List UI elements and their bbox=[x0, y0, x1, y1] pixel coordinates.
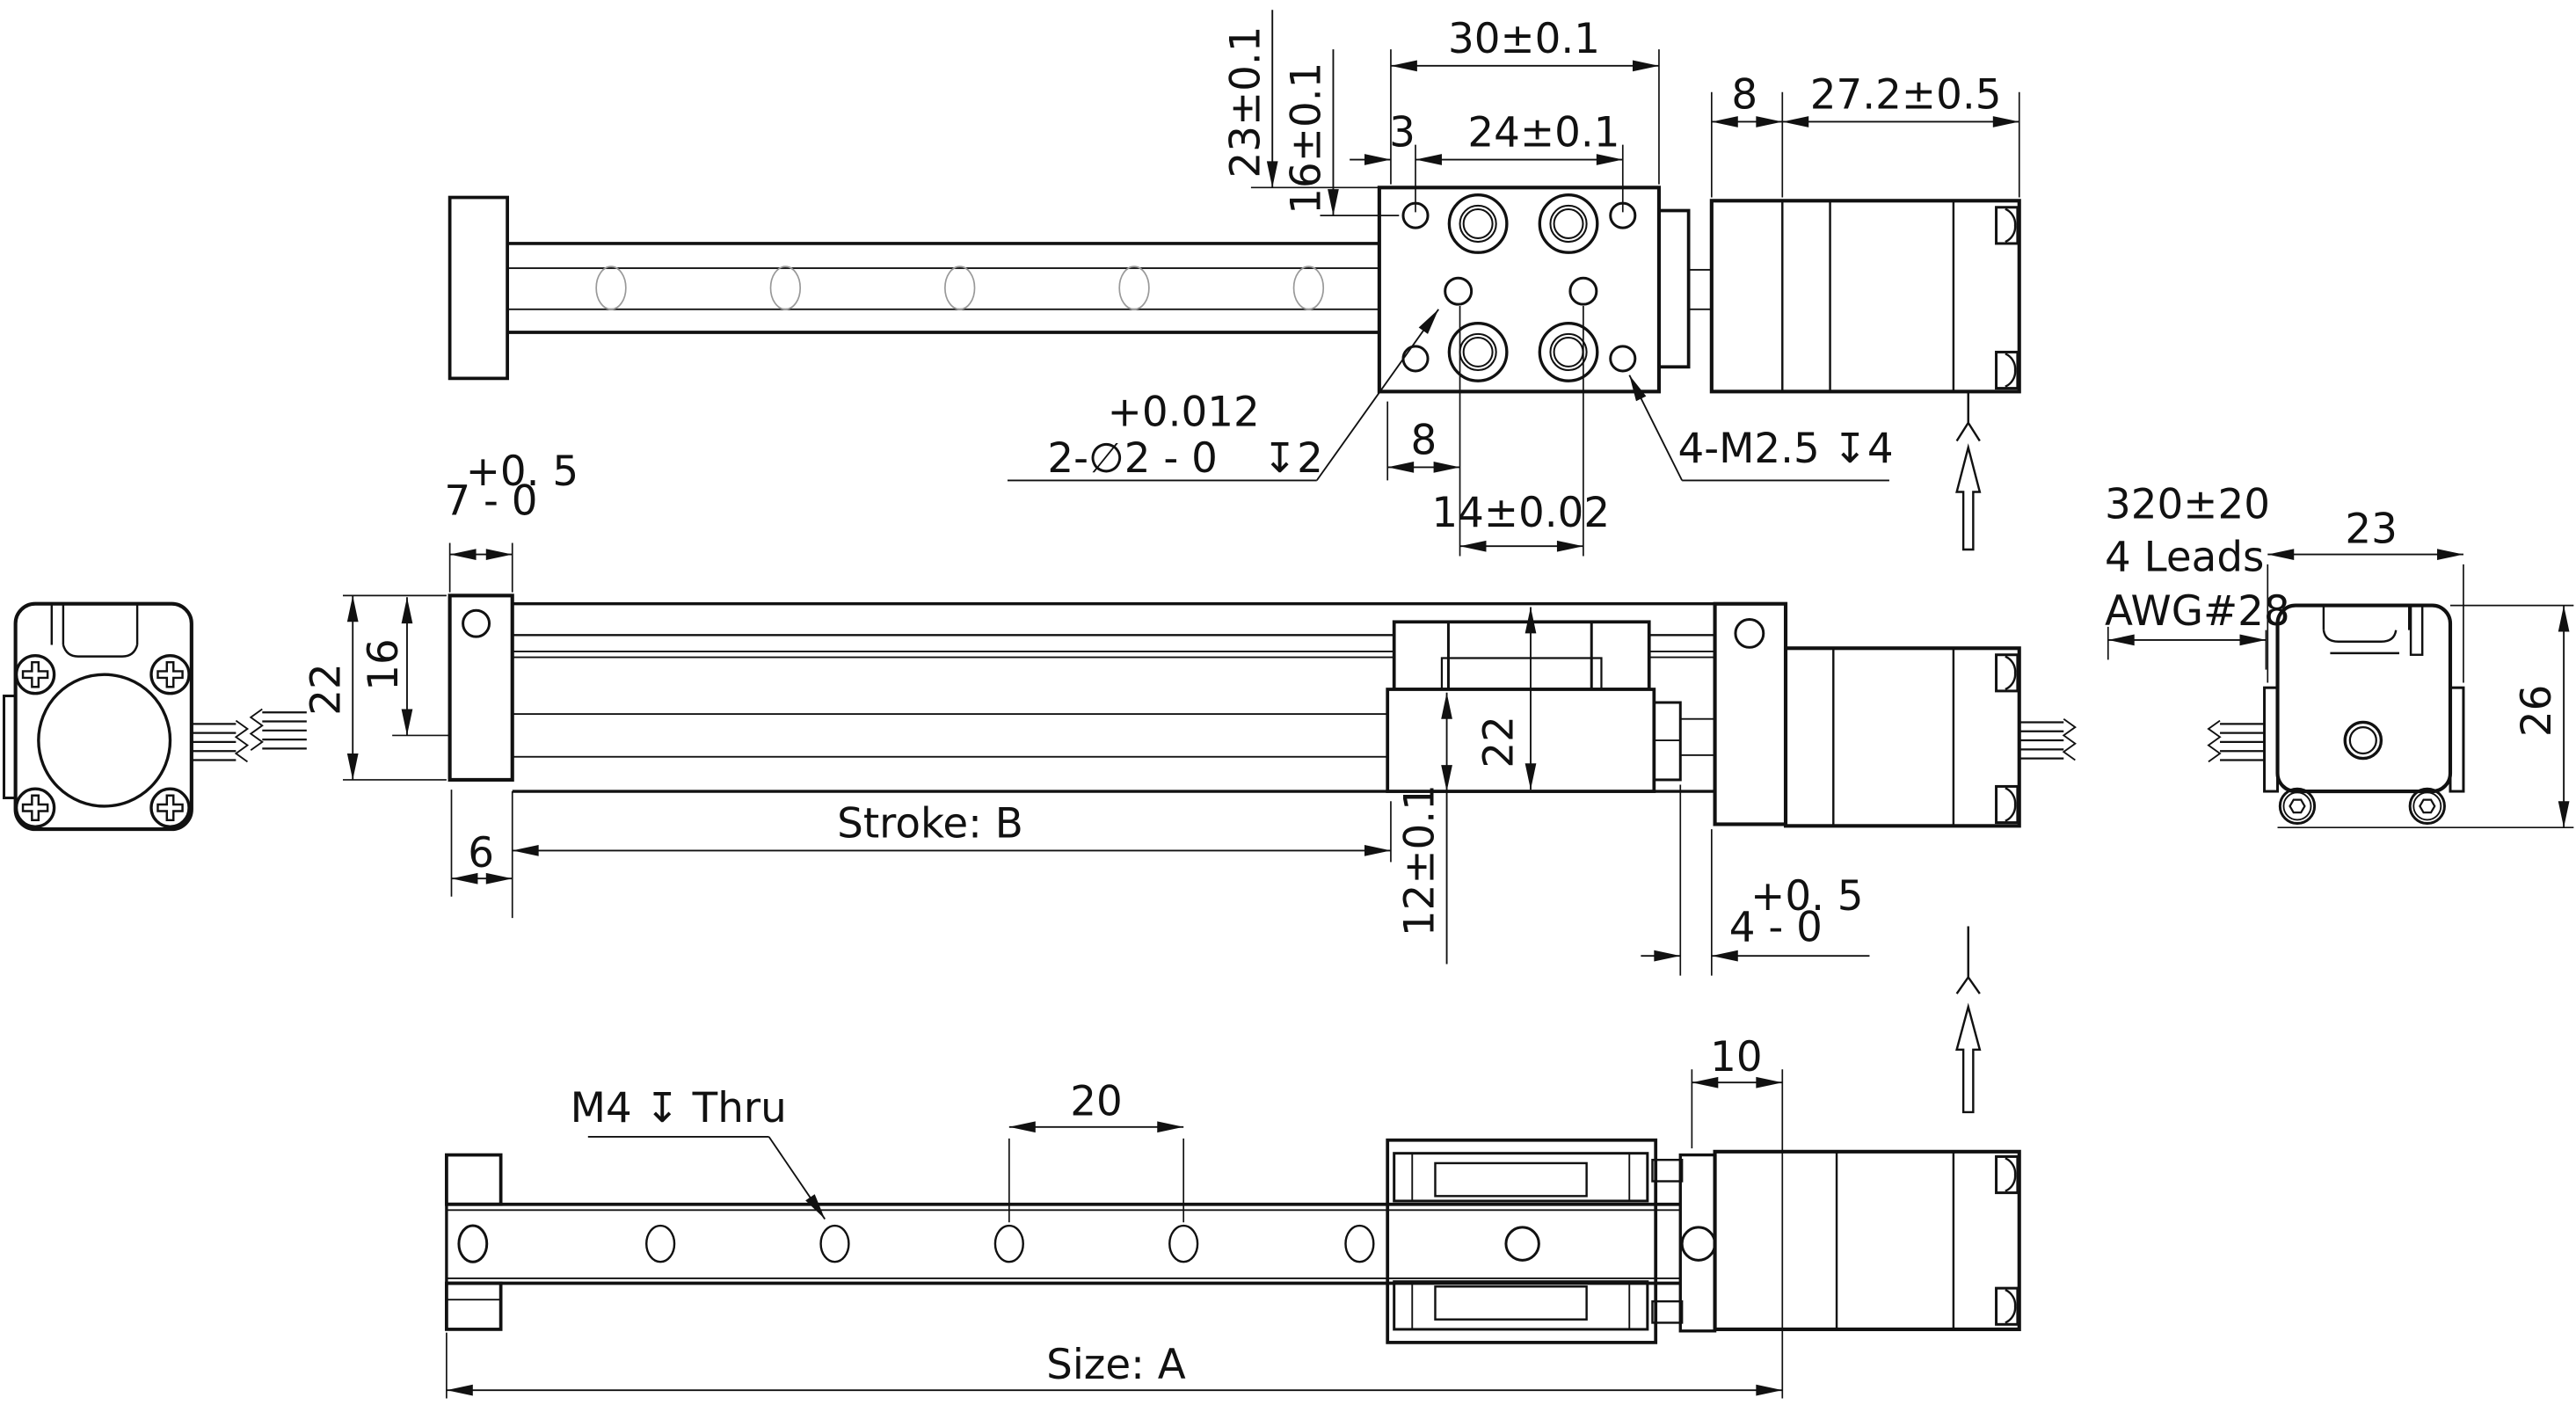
nut-block-side bbox=[1386, 688, 1656, 793]
top-view-dimensions: 23±0.1 16±0.1 30±0.1 3 24±0.1 8 27.2±0.5… bbox=[1007, 10, 2020, 557]
rotor-boss-circle bbox=[37, 673, 172, 808]
lead-screw-side bbox=[511, 713, 1389, 758]
dowel-pin-holes bbox=[1444, 276, 1598, 306]
dim-motor-height: 26 bbox=[2514, 685, 2561, 738]
dim-hole-rows: 16±0.1 bbox=[1284, 62, 1331, 215]
tol7-base: 7 - 0 bbox=[444, 478, 537, 526]
screw-stub-side bbox=[1679, 717, 1716, 756]
tapped-hole-callout: 4-M2.5 ↧4 bbox=[1628, 375, 1894, 482]
motor-body-rear bbox=[13, 601, 193, 832]
end-block-tab-top bbox=[445, 1153, 503, 1206]
thread-callout: M4 ↧ Thru bbox=[571, 1085, 787, 1132]
motor-top-view bbox=[1709, 199, 2021, 394]
tol4-base: 4 - 0 bbox=[1729, 904, 1823, 951]
motor-rear-view-left bbox=[3, 601, 308, 832]
shaft-hole-inner bbox=[2348, 725, 2377, 755]
tol7-upper: +0. 5 bbox=[466, 448, 579, 496]
clearance-hole bbox=[1680, 1226, 1717, 1262]
motor-wires bbox=[190, 719, 249, 763]
pin-callout: 2-∅2 - 0 bbox=[1047, 435, 1217, 483]
wire-note-line2: 4 Leads bbox=[2105, 534, 2264, 581]
hidden-holes-through-screw bbox=[595, 266, 1325, 310]
motor-wires bbox=[2207, 719, 2266, 763]
dim-hole-span: 24±0.1 bbox=[1467, 110, 1619, 157]
clearance-hole bbox=[457, 1224, 489, 1263]
wire-note-line3: AWG#28 bbox=[2105, 588, 2290, 636]
top-view-geometry bbox=[448, 186, 2021, 551]
wire-note-line1: 320±20 bbox=[2105, 481, 2270, 528]
motor-body-rear bbox=[2275, 603, 2453, 794]
motor-section-lines bbox=[1781, 200, 1955, 392]
m4-threaded-holes bbox=[645, 1224, 1375, 1263]
motor-bottom-view bbox=[1713, 1149, 2021, 1331]
size-label: Size: A bbox=[1046, 1342, 1186, 1389]
up-arrow-icon bbox=[1955, 1002, 1982, 1114]
connector-recess bbox=[2322, 604, 2424, 656]
dim-motor-offset: 10 bbox=[1710, 1034, 1763, 1081]
dim-motor-flange: 8 bbox=[1731, 71, 1757, 119]
dim-foot: 6 bbox=[468, 830, 494, 877]
hex-screw-icon bbox=[2278, 787, 2317, 826]
motor-flange-right bbox=[2449, 686, 2465, 793]
bearing-plate-hole bbox=[1734, 618, 1765, 649]
end-block-hole bbox=[462, 608, 491, 638]
shaft-hole bbox=[2343, 720, 2383, 761]
dim-screw-height: 16 bbox=[360, 638, 408, 691]
up-arrow-icon bbox=[1955, 443, 1982, 551]
m4-thread-callout: M4 ↧ Thru bbox=[571, 1085, 826, 1220]
side-view: +0. 5 7 - 0 22 16 6 Stroke: B 22 12±0.1 … bbox=[302, 448, 2077, 1114]
carriage-bottom-view bbox=[1386, 1138, 1684, 1344]
bottom-view-geometry bbox=[445, 1138, 2021, 1344]
pin-hole-callout: +0.012 2-∅2 - 0 ↧2 bbox=[1007, 309, 1439, 483]
motor-wires-stub bbox=[250, 708, 308, 752]
motor-side-view bbox=[1783, 646, 2021, 828]
motor-view-dimensions: 320±20 4 Leads AWG#28 23 26 bbox=[2105, 481, 2574, 829]
bottom-view-dimensions: M4 ↧ Thru 20 10 Size: A bbox=[446, 1034, 1784, 1399]
dim-edge-offset: 3 bbox=[1389, 110, 1415, 157]
screw-stub-top bbox=[1687, 268, 1713, 310]
pin-callout-tol: +0.012 bbox=[1108, 389, 1260, 437]
motor-wires bbox=[2018, 717, 2077, 761]
dim-block-length: 30±0.1 bbox=[1448, 16, 1600, 63]
carriage-block-top-view bbox=[1377, 186, 1662, 394]
bearing-housing-top bbox=[1657, 208, 1691, 369]
end-block-tab-bottom bbox=[445, 1281, 503, 1331]
dim-nut-height: 12±0.1 bbox=[1397, 784, 1444, 936]
dim-hole-pitch: 20 bbox=[1070, 1079, 1123, 1126]
bottom-view: M4 ↧ Thru 20 10 Size: A bbox=[445, 1034, 2021, 1399]
side-view-dimensions: +0. 5 7 - 0 22 16 6 Stroke: B 22 12±0.1 … bbox=[302, 448, 1870, 976]
top-view: 23±0.1 16±0.1 30±0.1 3 24±0.1 8 27.2±0.5… bbox=[448, 10, 2021, 557]
end-block-side bbox=[448, 593, 514, 783]
dim-carriage-height: 22 bbox=[1475, 716, 1523, 768]
clearance-hole bbox=[1504, 1226, 1540, 1262]
dim-motor-width: 23 bbox=[2345, 506, 2398, 553]
wire-exit-indicator-top bbox=[1955, 391, 1982, 551]
dim-block-height: 22 bbox=[302, 663, 350, 716]
side-view-geometry bbox=[448, 593, 2077, 1114]
stroke-label: Stroke: B bbox=[837, 800, 1023, 848]
bearing-plate-side bbox=[1713, 601, 1788, 826]
thread-callout: 4-M2.5 ↧4 bbox=[1677, 426, 1893, 473]
lead-screw-top bbox=[506, 267, 1380, 310]
rail-edges-top bbox=[507, 242, 1379, 334]
wire-exit-indicator-side bbox=[1955, 926, 1982, 1114]
connector-recess bbox=[50, 603, 139, 658]
tol4-upper: +0. 5 bbox=[1750, 873, 1863, 921]
end-plate-top-view bbox=[448, 195, 509, 381]
dim-pin-span: 14±0.02 bbox=[1431, 490, 1610, 537]
carriage-plate-side bbox=[1392, 620, 1651, 691]
motor-rear-view-right: 320±20 4 Leads AWG#28 23 26 bbox=[2105, 481, 2574, 829]
motor-flange-left bbox=[2263, 686, 2280, 793]
hex-screw-icon bbox=[2408, 787, 2446, 826]
dim-rail-width: 23±0.1 bbox=[1222, 25, 1270, 178]
dim-pin-offset: 8 bbox=[1410, 417, 1437, 464]
dim-motor-body: 27.2±0.5 bbox=[1810, 71, 2002, 119]
pin-callout-depth: ↧2 bbox=[1263, 435, 1323, 483]
